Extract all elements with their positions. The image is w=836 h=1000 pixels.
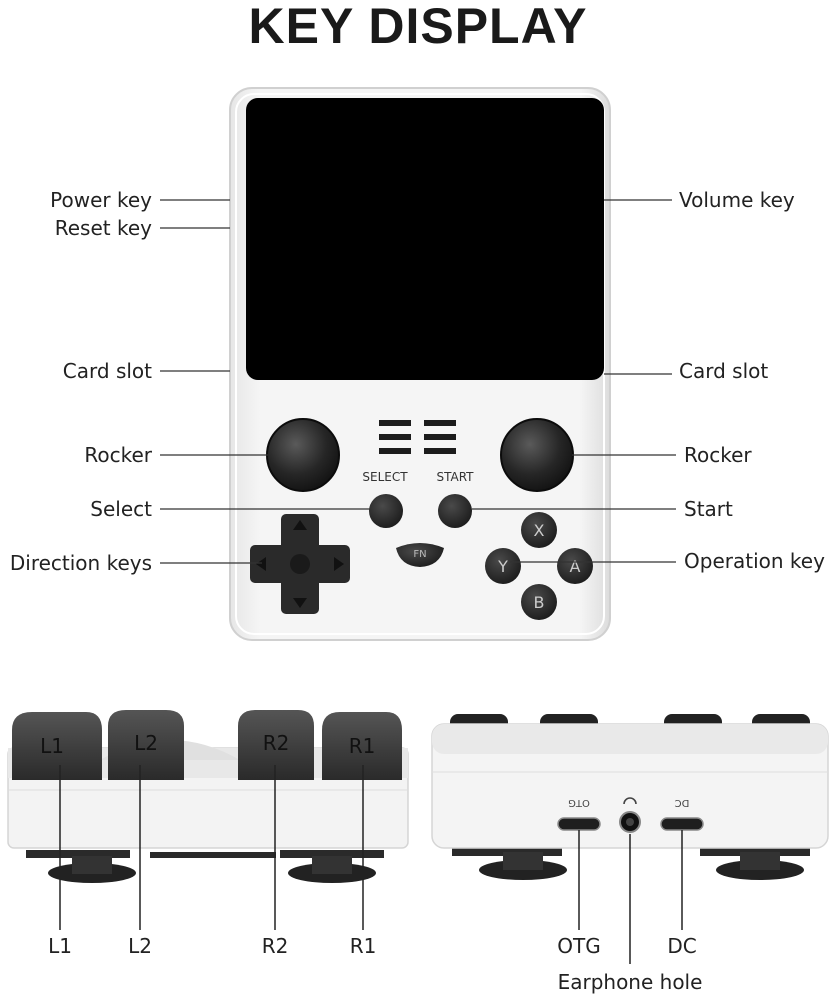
start-text: START: [436, 470, 474, 484]
rocker-left-label: Rocker: [84, 443, 152, 467]
select-text: SELECT: [362, 470, 408, 484]
svg-text:L1: L1: [40, 734, 64, 758]
dc-label: DC: [667, 934, 697, 958]
svg-text:R1: R1: [349, 734, 376, 758]
l1-label: L1: [48, 934, 72, 958]
dpad-down-arrow-icon: [293, 598, 307, 608]
svg-text:B: B: [534, 593, 545, 612]
svg-text:Y: Y: [497, 557, 508, 576]
start-button: [438, 494, 472, 528]
fn-button: [396, 543, 444, 567]
l2-label: L2: [128, 934, 152, 958]
right-rocker: [501, 419, 573, 491]
operation-key-label: Operation key: [684, 549, 825, 573]
l2-shoulder-button: L2: [108, 710, 184, 780]
r2-label: R2: [261, 934, 289, 958]
r2-shoulder-button: R2: [238, 710, 314, 780]
top-view-device: L1 L2 R2 R1: [7, 710, 409, 930]
l1-shoulder-button: L1: [12, 712, 102, 780]
earphone-hole-label: Earphone hole: [557, 970, 703, 994]
rocker-right-label: Rocker: [684, 443, 752, 467]
svg-text:R2: R2: [263, 731, 290, 755]
dc-port: [660, 817, 704, 831]
speaker-grille-icon: [379, 420, 456, 454]
power-key-label: Power key: [50, 188, 152, 212]
svg-text:X: X: [534, 521, 545, 540]
direction-keys-label: Direction keys: [9, 551, 152, 575]
y-button: [485, 548, 521, 584]
fn-text: FN: [413, 549, 426, 560]
volume-key-label: Volume key: [679, 188, 795, 212]
card-slot-left-label: Card slot: [62, 359, 152, 383]
reset-key-label: Reset key: [54, 216, 152, 240]
card-slot-right-label: Card slot: [679, 359, 769, 383]
x-button: [521, 512, 557, 548]
svg-text:OTG: OTG: [568, 797, 590, 808]
a-button: [557, 548, 593, 584]
svg-text:L2: L2: [134, 731, 158, 755]
start-label: Start: [684, 497, 733, 521]
left-rocker: [267, 419, 339, 491]
svg-text:DC: DC: [675, 797, 690, 808]
select-label: Select: [90, 497, 152, 521]
dpad-right-arrow-icon: [334, 557, 344, 571]
b-button: [521, 584, 557, 620]
otg-port: [557, 817, 601, 831]
r1-label: R1: [349, 934, 377, 958]
otg-label: OTG: [557, 934, 601, 958]
bottom-view-device: OTG DC: [431, 714, 829, 964]
front-device: SELECT START FN: [160, 87, 676, 641]
earphone-icon: [623, 797, 637, 805]
dpad-up-arrow-icon: [293, 520, 307, 530]
select-button: [369, 494, 403, 528]
screen: [246, 98, 604, 380]
page-title: KEY DISPLAY: [248, 0, 588, 54]
svg-text:A: A: [570, 557, 581, 576]
r1-shoulder-button: R1: [322, 712, 402, 780]
dpad-left-arrow-icon: [256, 557, 266, 571]
